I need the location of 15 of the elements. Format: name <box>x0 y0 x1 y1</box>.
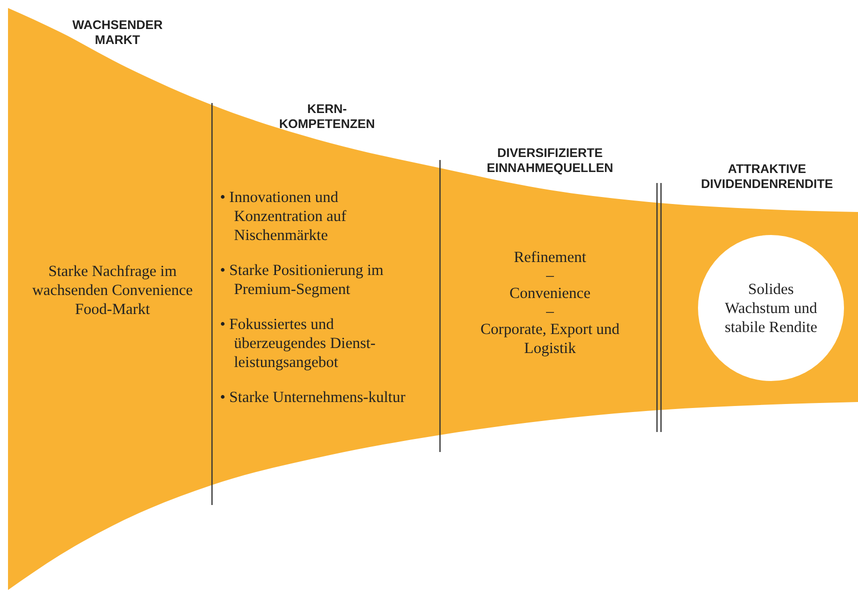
body-text: Convenience <box>508 284 592 303</box>
body-text: Starke Nachfrage im wachsenden Convenience Food-Markt <box>31 262 194 319</box>
circle-text: Solides Wachstum und stabile Rendite <box>724 280 818 336</box>
section-heading: DIVERSIFIZIERTE EINNAHMEQUELLEN <box>486 146 614 176</box>
section-heading: WACHSENDER MARKT <box>71 18 164 48</box>
bullet-item: • Fokussiertes und überzeugendes Dienst-leistungsangebot <box>220 315 377 372</box>
body-text: – <box>545 302 555 321</box>
bullet-item: • Starke Positionierung im Premium-Segment <box>220 261 384 299</box>
body-text: – <box>545 266 555 285</box>
section-heading: KERN-KOMPETENZEN <box>278 102 376 132</box>
bullet-item: • Starke Unternehmens-kultur <box>220 388 406 407</box>
body-text: Refinement <box>512 248 588 267</box>
body-text: Corporate, Export und Logistik <box>479 320 621 358</box>
bullet-item: • Innovationen und Konzentration auf Nischenmärkte <box>220 188 348 245</box>
section-heading: ATTRAKTIVE DIVIDENDENRENDITE <box>700 162 834 192</box>
